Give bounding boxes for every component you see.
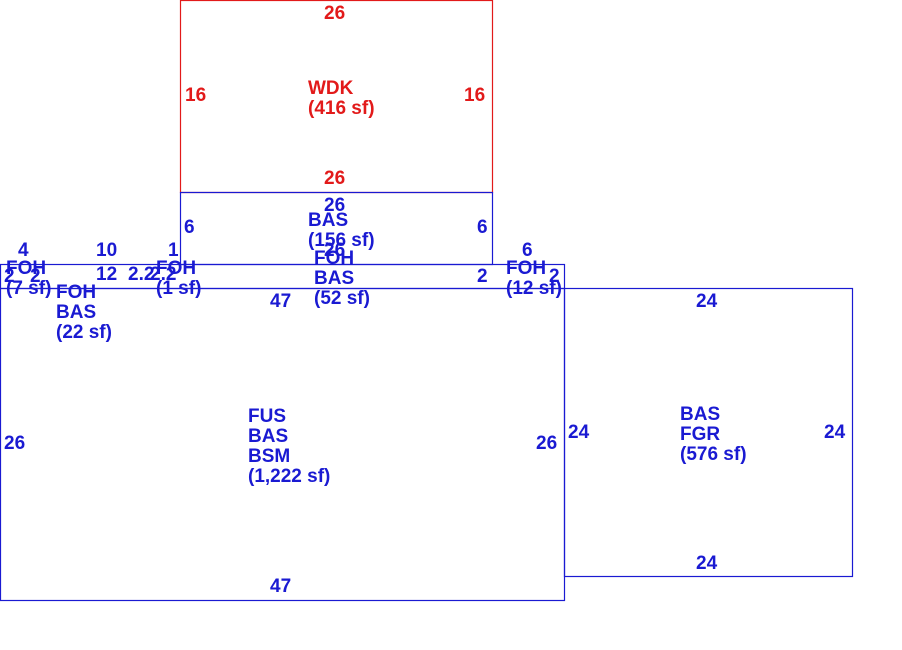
label-main: FUS BAS BSM (1,222 sf) — [248, 406, 330, 487]
dim-small-b: 2.2 — [150, 264, 176, 285]
dim-wdk-top: 26 — [324, 3, 345, 24]
label-foh-52: FOH BAS (52 sf) — [314, 248, 370, 309]
label-foh-12: FOH (12 sf) — [506, 258, 562, 299]
dim-main-bottom: 47 — [270, 576, 291, 597]
dim-wdk-left: 16 — [185, 85, 206, 106]
dim-foh-left-side2: 2 — [30, 266, 41, 287]
label-foh-7: FOH (7 sf) — [6, 258, 51, 299]
garage-outline — [563, 287, 854, 578]
label-foh-22: FOH BAS (22 sf) — [56, 282, 112, 343]
dim-main-left: 26 — [4, 433, 25, 454]
dim-main-top: 47 — [270, 291, 291, 312]
dim-foh-center-right: 2 — [477, 266, 488, 287]
dim-main-right: 26 — [536, 433, 557, 454]
dim-wdk-bottom: 26 — [324, 168, 345, 189]
dim-bas1-top: 26 — [324, 195, 345, 216]
dim-gar-top: 24 — [696, 291, 718, 312]
dim-foh-right-side: 2 — [549, 266, 560, 287]
dim-foh-left-side: 2 — [4, 266, 15, 287]
dim-foh-right-top: 6 — [522, 240, 533, 261]
dim-foh-small-top: 1 — [168, 240, 179, 261]
dim-foh-bas-side: 12 — [96, 264, 117, 285]
dim-gar-left: 24 — [568, 422, 590, 443]
label-garage: BAS FGR (576 sf) — [680, 404, 747, 465]
dim-gar-right: 24 — [824, 422, 846, 443]
dim-foh-bas-top: 10 — [96, 240, 117, 261]
dim-small-a: 2.2 — [128, 264, 154, 285]
dim-gar-bottom: 24 — [696, 553, 718, 574]
dim-foh-left-top: 4 — [18, 240, 29, 261]
dim-bas1-left: 6 — [184, 217, 195, 238]
dim-foh-center-top: 26 — [324, 240, 345, 261]
dim-wdk-right: 16 — [464, 85, 485, 106]
label-foh-1: FOH (1 sf) — [156, 258, 201, 299]
label-wdk: WDK (416 sf) — [308, 78, 375, 119]
dim-bas1-right: 6 — [477, 217, 488, 238]
label-bas-156: BAS (156 sf) — [308, 210, 375, 251]
